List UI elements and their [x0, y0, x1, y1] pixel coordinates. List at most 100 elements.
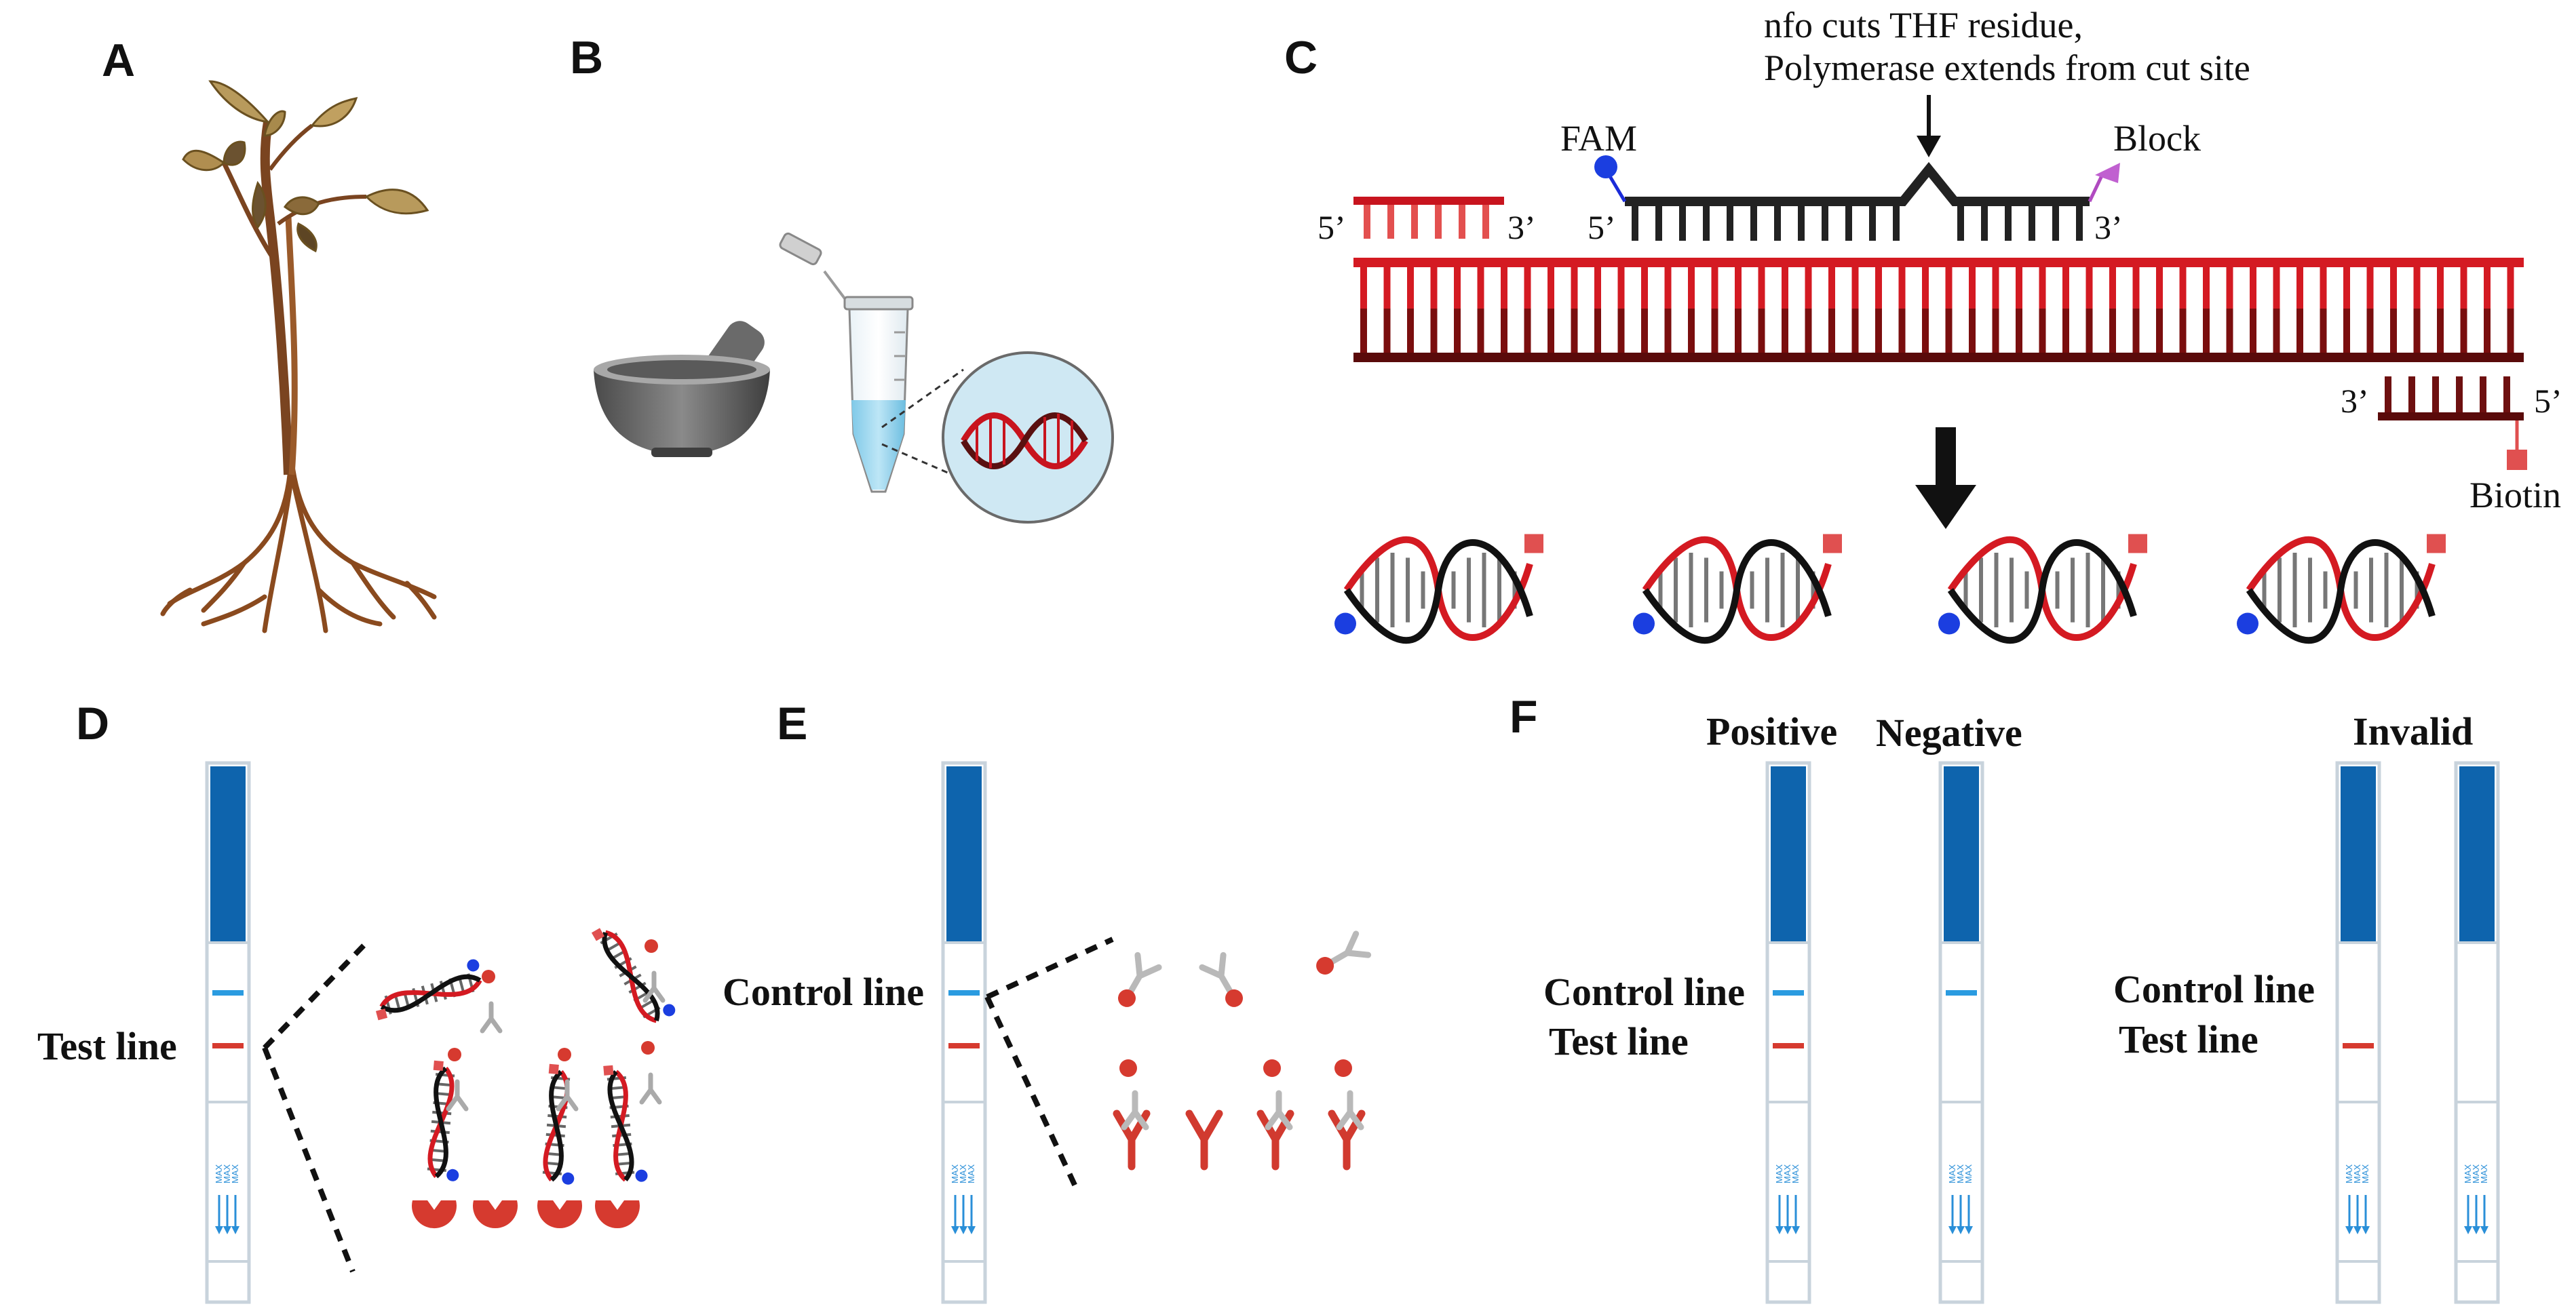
panel-label-b: B: [570, 32, 603, 83]
gold-particle-icon: [558, 1048, 571, 1061]
biotin-square-icon: [548, 1063, 559, 1074]
down-arrow-icon: [1917, 136, 1941, 157]
panel-e-zoom-lines: [984, 937, 1114, 1195]
test-line-band: [1773, 1043, 1804, 1048]
panel-label-e: E: [777, 698, 807, 749]
panel-label-d: D: [76, 698, 109, 749]
primer-3prime-label: 3’: [1507, 208, 1536, 246]
anti-fam-antibody-icon: [639, 1072, 662, 1105]
arrow-down-icon: [1948, 1226, 1957, 1234]
fam-dot-icon: [562, 1172, 575, 1185]
probe-5prime-label: 5’: [1588, 208, 1616, 246]
biotin-square-icon: [375, 1008, 388, 1021]
panel-c-annotation: nfo cuts THF residue, Polymerase extends…: [1764, 5, 2250, 157]
arrow-down-icon: [2362, 1226, 2370, 1234]
gold-particle-icon: [1118, 989, 1136, 1007]
arrow-down-icon: [2472, 1226, 2480, 1234]
arrow-down-icon: [215, 1226, 223, 1234]
max-mark: MAX: [2471, 1164, 2481, 1184]
streptavidin-icon: [411, 1200, 457, 1229]
fam-dot-icon: [1334, 612, 1356, 635]
amplicon-4: [2237, 534, 2446, 644]
gold-particle-icon: [1316, 957, 1334, 975]
arrow-down-icon: [2464, 1226, 2472, 1234]
gold-antibody-icon: [1199, 951, 1243, 1007]
rev-5prime-label: 5’: [2534, 382, 2562, 420]
test-line-label-d: Test line: [37, 1024, 177, 1068]
bound-gold-antibody-icon: [1336, 1090, 1364, 1131]
biotin-label: Biotin: [2469, 475, 2561, 515]
bound-gold-antibody-icon: [1121, 1090, 1149, 1131]
gold-particle-icon: [1334, 1059, 1352, 1077]
arrow-down-icon: [959, 1226, 967, 1234]
streptavidin-icon: [473, 1200, 518, 1229]
plant-illustration: [160, 80, 437, 633]
nfo-probe: FAM Block 5’ 3’: [1560, 118, 2201, 246]
control-line-band: [948, 990, 980, 996]
max-mark: MAX: [222, 1164, 232, 1184]
absorbent-pad: [1771, 766, 1806, 943]
arrow-down-icon: [1792, 1226, 1800, 1234]
dna-magnifier-circle: [942, 351, 1114, 524]
absorbent-pad: [1944, 766, 1979, 943]
forward-primer: 5’ 3’: [1318, 197, 1536, 246]
max-mark: MAX: [2360, 1164, 2370, 1184]
absorbent-pad: [946, 766, 982, 943]
max-mark: MAX: [966, 1164, 976, 1184]
probe-3prime-label: 3’: [2094, 208, 2123, 246]
nfo-annotation-line2: Polymerase extends from cut site: [1764, 47, 2250, 88]
anti-fam-antibody-icon: [556, 1079, 579, 1112]
test-line-band: [212, 1043, 244, 1048]
bound-complex-3: [603, 1065, 648, 1182]
max-mark: MAX: [1790, 1164, 1801, 1184]
absorbent-pad: [210, 766, 246, 943]
arrow-down-icon: [951, 1226, 959, 1234]
fam-dot-icon: [663, 1004, 676, 1017]
panel-e-antibodies: [1113, 930, 1372, 1171]
panel-label-c: C: [1284, 32, 1318, 83]
invalid-label: Invalid: [2353, 709, 2473, 753]
panel-label-f: F: [1510, 691, 1538, 743]
max-mark: MAX: [2479, 1164, 2489, 1184]
max-mark: MAX: [1782, 1164, 1792, 1184]
reverse-primer: 3’ 5’ Biotin: [2341, 376, 2562, 515]
anti-fam-antibody-icon: [480, 1001, 503, 1034]
absorbent-pad: [2341, 766, 2376, 943]
template-dsdna: [1353, 258, 2524, 362]
absorbent-pad: [2459, 766, 2495, 943]
arrow-down-icon: [1957, 1226, 1965, 1234]
max-mark: MAX: [1963, 1164, 1974, 1184]
amplicon-3: [1938, 534, 2147, 644]
control-line-band: [212, 990, 244, 996]
block-triangle-icon: [2095, 163, 2120, 183]
bound-complex-1: [427, 1060, 459, 1181]
gold-particle-icon: [482, 970, 495, 983]
labeled-amplicons: [1334, 534, 2446, 644]
arrow-down-icon: [2345, 1226, 2353, 1234]
amplicon-2: [1633, 534, 1842, 644]
gold-antibody-icon: [1316, 930, 1372, 975]
control-line-band: [1773, 990, 1804, 996]
max-mark: MAX: [958, 1164, 968, 1184]
nfo-annotation-line1: nfo cuts THF residue,: [1764, 5, 2083, 45]
gold-particle-icon: [645, 939, 658, 953]
test-line-band: [948, 1043, 980, 1048]
rev-3prime-label: 3’: [2341, 382, 2369, 420]
test-line-band: [2343, 1043, 2374, 1048]
fam-dot-icon: [1594, 155, 1617, 178]
max-mark: MAX: [1774, 1164, 1784, 1184]
biotin-square-icon: [433, 1060, 444, 1071]
max-mark: MAX: [1955, 1164, 1965, 1184]
free-complex-1: [375, 959, 482, 1021]
control-line-label-e: Control line: [723, 970, 924, 1014]
arrow-down-icon: [2353, 1226, 2362, 1234]
control-line-band: [1946, 990, 1977, 996]
positive-label: Positive: [1706, 709, 1837, 753]
fam-dot-icon: [1633, 612, 1655, 635]
biotin-square-icon: [1823, 534, 1842, 553]
